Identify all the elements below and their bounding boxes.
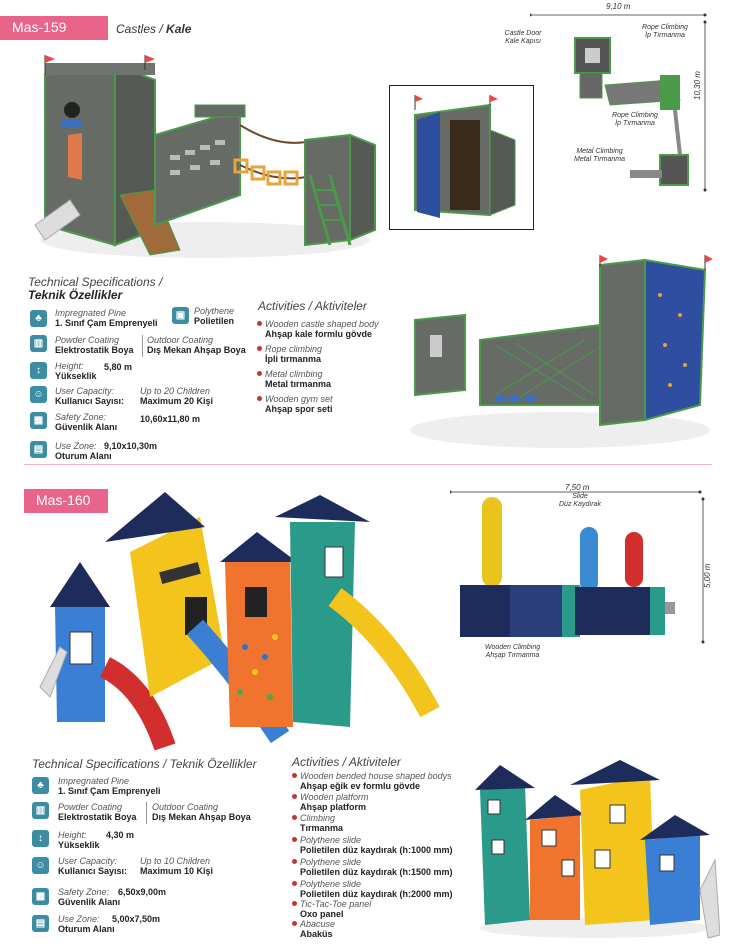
bended-houses-rear-illustration — [475, 760, 720, 939]
safety-icon: ▦ — [32, 888, 49, 905]
use-zone-icon: ▤ — [30, 441, 47, 458]
castle-illustration — [34, 55, 376, 258]
activities-heading: Activities / Aktiviteler — [292, 755, 401, 769]
polythene-icon: ▣ — [172, 307, 189, 324]
pine-icon: ♣ — [30, 310, 47, 327]
capacity-label: User Capacity:Kullanıcı Sayısı: — [58, 856, 128, 876]
use-zone-value: 9,10x10,30m — [104, 441, 158, 451]
capacity-label: User Capacity:Kullanıcı Sayısı: — [55, 386, 125, 406]
use-zone-value: 5,00x7,50m — [112, 914, 161, 924]
bended-houses-illustration — [39, 492, 440, 751]
height-value: 4,30 m — [106, 830, 135, 840]
castle-rear-illustration — [410, 255, 713, 448]
use-zone-label: Use Zone:Oturum Alanı — [55, 441, 112, 461]
users-icon: ☺ — [30, 386, 47, 403]
castle-inset-frame — [389, 85, 534, 230]
activities-heading: Activities / Aktiviteler — [258, 299, 367, 313]
houses-plan-diagram — [450, 490, 705, 644]
plan-width-label: 7,50 m — [565, 483, 590, 492]
product-code-badge: Mas-159 — [0, 16, 108, 40]
use-zone-label: Use Zone:Oturum Alanı — [58, 914, 115, 934]
section-divider — [24, 464, 712, 465]
specs-heading: Technical Specifications /Teknik Özellik… — [28, 275, 163, 302]
height-value: 5,80 m — [104, 362, 133, 372]
castle-plan-diagram — [530, 13, 707, 192]
safety-label: Safety Zone:Güvenlik Alanı — [55, 412, 118, 432]
safety-icon: ▦ — [30, 412, 47, 429]
height-icon: ↕ — [30, 362, 47, 379]
product-title: Castles / Kale — [116, 22, 192, 36]
users-icon: ☺ — [32, 857, 49, 874]
divider-line — [142, 335, 143, 357]
height-label: Height:Yükseklik — [58, 830, 100, 850]
safety-value: 6,50x9,00m — [118, 887, 167, 897]
divider-line — [146, 802, 147, 824]
safety-label: Safety Zone:Güvenlik Alanı — [58, 887, 121, 907]
plan-width-label: 9,10 m — [606, 2, 631, 11]
coating-icon: ▥ — [30, 335, 47, 352]
coating-icon: ▥ — [32, 802, 49, 819]
castle-inset-illustration — [414, 95, 516, 218]
safety-value: 10,60x11,80 m — [140, 414, 201, 424]
plan-height-label: 10,30 m — [693, 71, 702, 100]
height-label: Height:Yükseklik — [55, 361, 97, 381]
product-code-badge: Mas-160 — [24, 489, 108, 513]
plan-height-label: 5,00 m — [703, 563, 712, 588]
pine-icon: ♣ — [32, 777, 49, 794]
specs-heading: Technical Specifications / Teknik Özelli… — [32, 757, 257, 771]
use-zone-icon: ▤ — [32, 915, 49, 932]
height-icon: ↕ — [32, 830, 49, 847]
